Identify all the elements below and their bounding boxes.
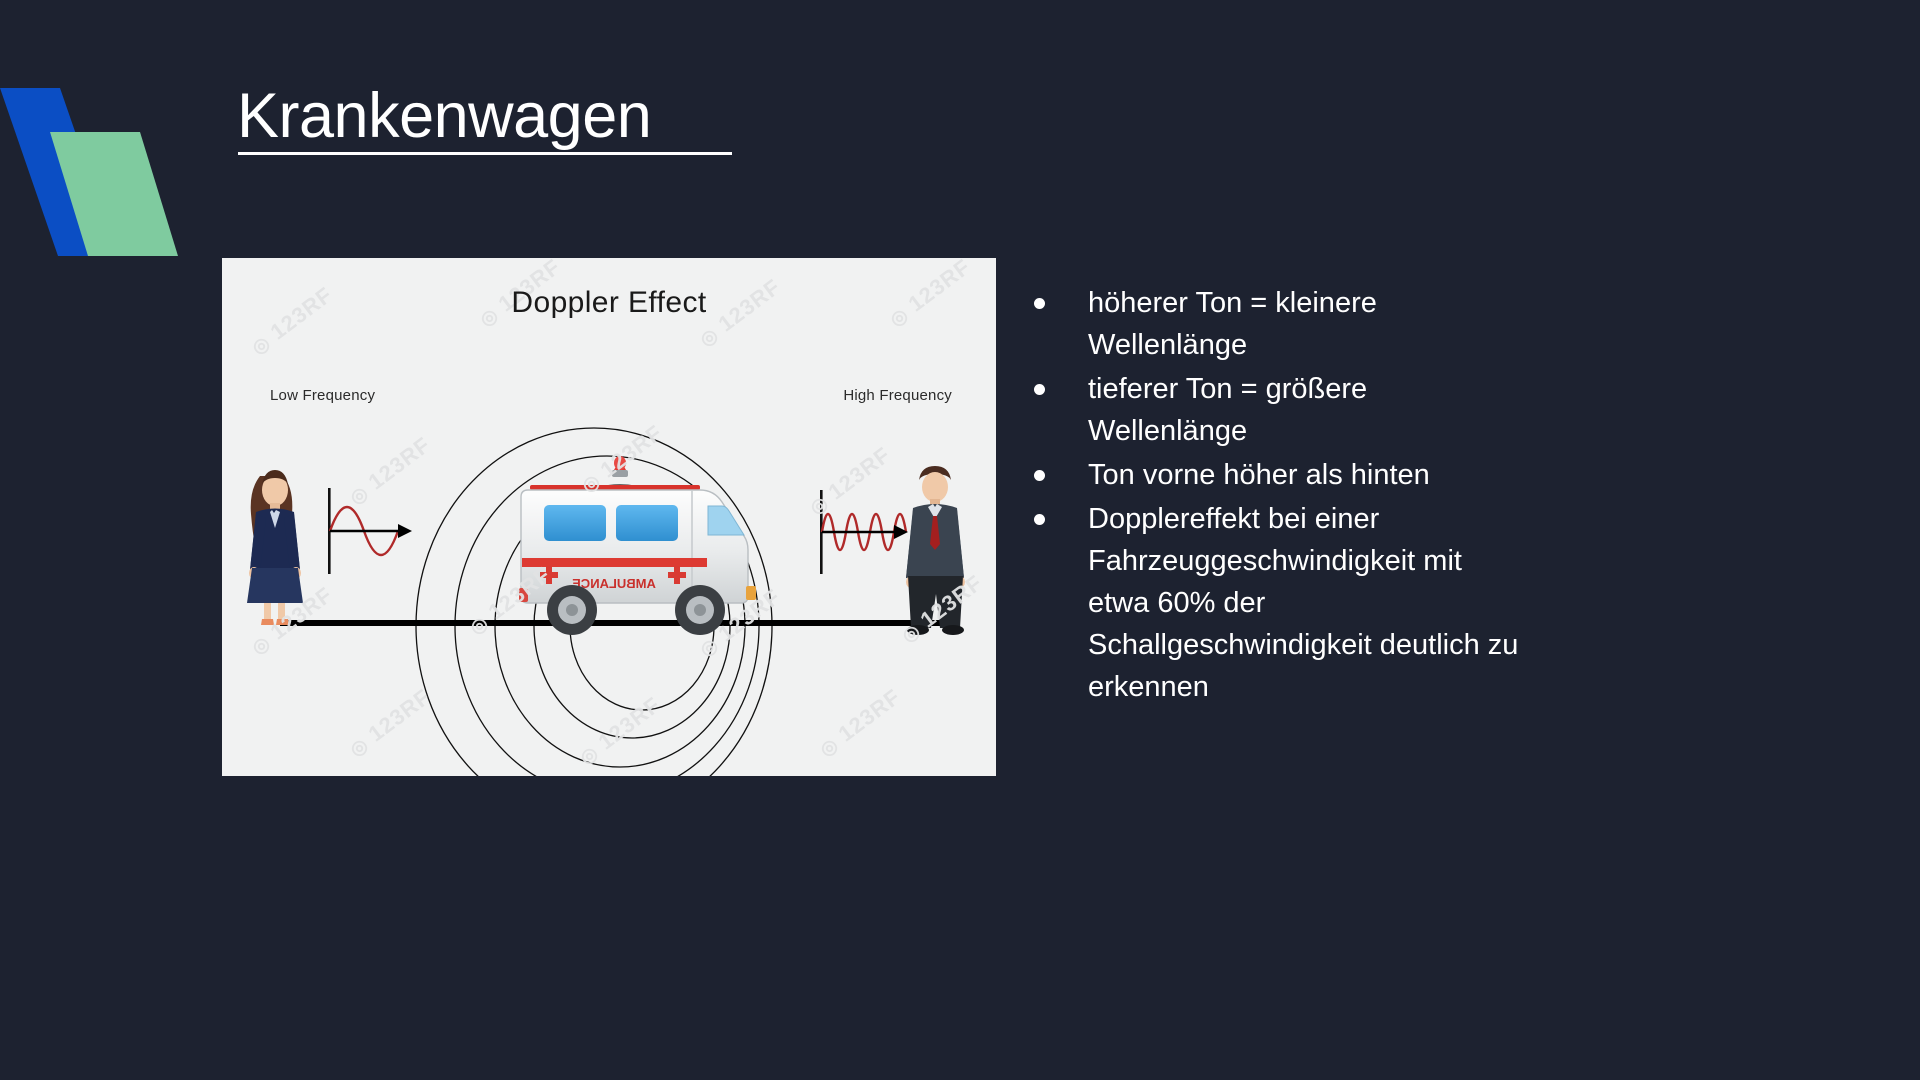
- woman-figure: [247, 470, 303, 625]
- blue-parallelogram: [0, 88, 118, 256]
- ambulance-illustration: AMBULANCE: [519, 456, 756, 635]
- corner-decoration: [0, 56, 230, 256]
- list-item: tieferer Ton = größere Wellenlänge: [1020, 368, 1530, 452]
- page-title: Krankenwagen: [237, 81, 652, 151]
- low-frequency-label: Low Frequency: [270, 387, 376, 404]
- svg-text:AMBULANCE: AMBULANCE: [572, 576, 656, 591]
- high-frequency-label: High Frequency: [843, 387, 952, 404]
- ground-line: [280, 620, 942, 626]
- title-underline: [238, 152, 732, 155]
- low-frequency-wave: [328, 488, 412, 574]
- list-item: höherer Ton = kleinere Wellenlänge: [1020, 282, 1530, 366]
- list-item: Dopplereffekt bei einer Fahrzeuggeschwin…: [1020, 498, 1530, 708]
- high-frequency-wave: [820, 490, 908, 574]
- man-figure: [906, 466, 965, 635]
- doppler-effect-image: AMBULANCE: [222, 258, 996, 776]
- list-item: Ton vorne höher als hinten: [1020, 454, 1530, 496]
- bullet-list: höherer Ton = kleinere Wellenlänge tiefe…: [1020, 282, 1530, 710]
- green-parallelogram: [50, 132, 178, 256]
- doppler-illustration: AMBULANCE: [247, 427, 965, 776]
- illustration-title: Doppler Effect: [511, 286, 707, 319]
